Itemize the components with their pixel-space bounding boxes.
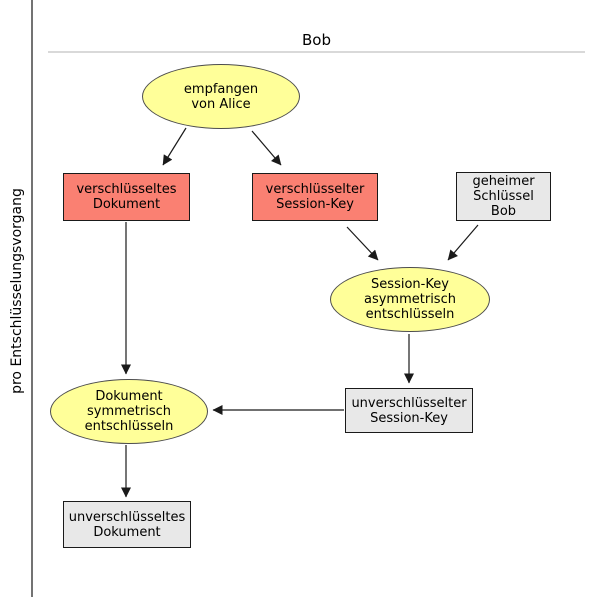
node-encrypted-document: verschlüsseltes Dokument xyxy=(63,173,190,221)
node-received-from-alice: empfangen von Alice xyxy=(142,64,300,129)
node-decrypt-document-symmetric: Dokument symmetrisch entschlüsseln xyxy=(50,379,208,444)
node-decrypt-session-key-asymmetric: Session-Key asymmetrisch entschlüsseln xyxy=(330,267,490,332)
node-encrypted-session-key: verschlüsselter Session-Key xyxy=(252,173,378,221)
diagram-title: Bob xyxy=(302,31,331,49)
frame-vertical-line xyxy=(31,0,33,597)
arrow-encrypted-session-key-to-decrypt-session-key xyxy=(346,226,379,261)
header-rule xyxy=(48,51,585,53)
arrow-secret-key-to-decrypt-session-key xyxy=(447,224,479,261)
side-label-decryption-process: pro Entschlüsselungsvorgang xyxy=(9,188,25,394)
arrow-received-to-encrypted-session-key xyxy=(251,130,282,166)
node-secret-key-bob: geheimer Schlüssel Bob xyxy=(456,172,551,221)
arrow-received-to-encrypted-document xyxy=(162,127,187,166)
node-unencrypted-session-key: unverschlüsselter Session-Key xyxy=(345,388,473,433)
node-unencrypted-document: unverschlüsseltes Dokument xyxy=(63,501,191,548)
